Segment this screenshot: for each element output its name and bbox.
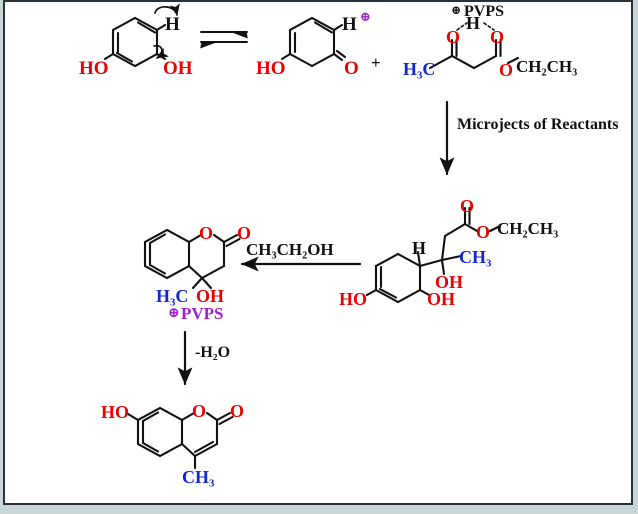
plus-sign: + [371, 53, 381, 72]
dienone-h-label: H [342, 14, 357, 35]
structure-resorcinol [103, 3, 180, 68]
aldol-carbonyl-o-label: O [460, 196, 475, 216]
structure-ethyl-acetoacetate [428, 22, 520, 70]
chromanone-carbonyl-o-label: O [237, 223, 252, 243]
product-carbonyl-o-label: O [230, 401, 245, 421]
eaa-catalyst-label: PVPS [464, 3, 504, 20]
eaa-h3c-label: H₃C [403, 59, 436, 79]
structure-aldol-intermediate [365, 206, 502, 304]
chromanone-ring-o-label: O [199, 223, 214, 243]
chromanone-h3c-label: H₃C [156, 286, 189, 306]
structure-4-methylumbelliferone [126, 406, 234, 470]
eaa-catalyst-charge: ⊕ [451, 3, 462, 17]
eaa-o-left-label: O [446, 27, 461, 47]
microjets-arrow-label: Microjects of Reactants [457, 116, 619, 133]
product-ring-o-label: O [192, 401, 207, 421]
aldol-ring-oh-label: OH [427, 289, 456, 309]
product-ch3-label: CH₃ [182, 467, 215, 487]
dienone-positive-charge: ⊕ [360, 9, 371, 24]
dehydration-arrow-label: -H₂O [195, 344, 231, 361]
dienone-ketone-o-label: O [344, 58, 359, 79]
eaa-hbond-h-label: H [466, 13, 481, 33]
aldol-ch3-label: CH₃ [459, 247, 492, 267]
ethanol-arrow-label: CH₃CH₂OH [246, 240, 334, 259]
scheme-frame: HO OH H HO O H ⊕ + ⊕ PVPS H O O H₃C O CH… [3, 0, 633, 505]
aldol-ring-ho-label: HO [339, 289, 368, 309]
structure-protonated-dienone [280, 16, 347, 68]
equilibrium-arrow-lines [200, 31, 248, 49]
eaa-o-right-label: O [490, 27, 505, 47]
resorcinol-arene-h-label: H [165, 14, 180, 35]
eaa-ester-o-label: O [499, 60, 514, 80]
aldol-ring-h-label: H [412, 238, 427, 258]
chromanone-catalyst-charge: ⊕ [168, 306, 180, 321]
aldol-tert-oh-label: OH [435, 272, 464, 292]
product-ho-label: HO [101, 402, 130, 422]
chromanone-oh-label: OH [196, 286, 225, 306]
aldol-ester-o-label: O [476, 222, 491, 242]
chromanone-catalyst-label: PVPS [181, 304, 224, 323]
structure-drawing-canvas [103, 3, 520, 470]
dienone-ho-label: HO [256, 58, 286, 79]
resorcinol-ho-label: HO [79, 58, 109, 79]
eaa-ethyl-label: CH₂CH₃ [516, 57, 578, 76]
aldol-ethyl-label: CH₂CH₃ [497, 219, 559, 238]
resorcinol-oh-label: OH [163, 58, 193, 79]
structure-hydroxy-chromanone [143, 228, 241, 290]
